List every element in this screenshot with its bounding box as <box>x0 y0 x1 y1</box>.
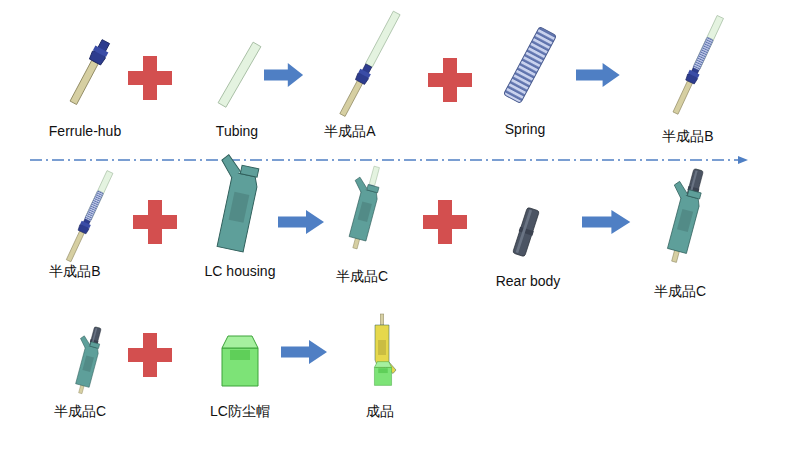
part-label: 半成品C <box>336 267 388 285</box>
semi-product-c <box>655 165 708 265</box>
semi-product-b <box>64 170 115 263</box>
part-label: LC防尘帽 <box>210 402 270 420</box>
part-label: 半成品B <box>49 262 100 280</box>
semi-product-c <box>67 324 105 395</box>
part-label: 半成品C <box>654 282 706 300</box>
semi-product-b <box>671 15 726 116</box>
part-label: 成品 <box>366 402 394 420</box>
plus-sign <box>128 333 172 377</box>
finished-product <box>374 314 396 385</box>
part-label: 半成品A <box>324 122 375 140</box>
block-arrow <box>281 340 327 364</box>
part-label: Ferrule-hub <box>49 122 121 140</box>
row-divider <box>30 156 748 164</box>
part-label: Tubing <box>216 122 258 140</box>
part-spring <box>503 27 556 104</box>
plus-sign <box>423 200 467 244</box>
block-arrow <box>576 63 620 87</box>
semi-product-c <box>338 162 385 250</box>
part-label: Rear body <box>496 272 561 290</box>
block-arrow <box>582 210 630 234</box>
part-tubing <box>218 42 261 107</box>
plus-sign <box>428 58 472 102</box>
block-arrow <box>264 63 303 87</box>
part-label: 半成品B <box>662 127 713 145</box>
part-lc-housing <box>204 154 262 252</box>
plus-sign <box>128 56 172 100</box>
plus-sign <box>133 200 177 244</box>
part-label: 半成品C <box>54 402 106 420</box>
part-label: LC housing <box>205 262 276 280</box>
part-label: Spring <box>505 120 545 138</box>
part-dust-cap <box>222 336 258 386</box>
part-ferrule-hub <box>67 38 113 106</box>
part-rear-body <box>512 207 541 257</box>
block-arrow <box>278 210 324 234</box>
semi-product-a <box>337 10 402 118</box>
